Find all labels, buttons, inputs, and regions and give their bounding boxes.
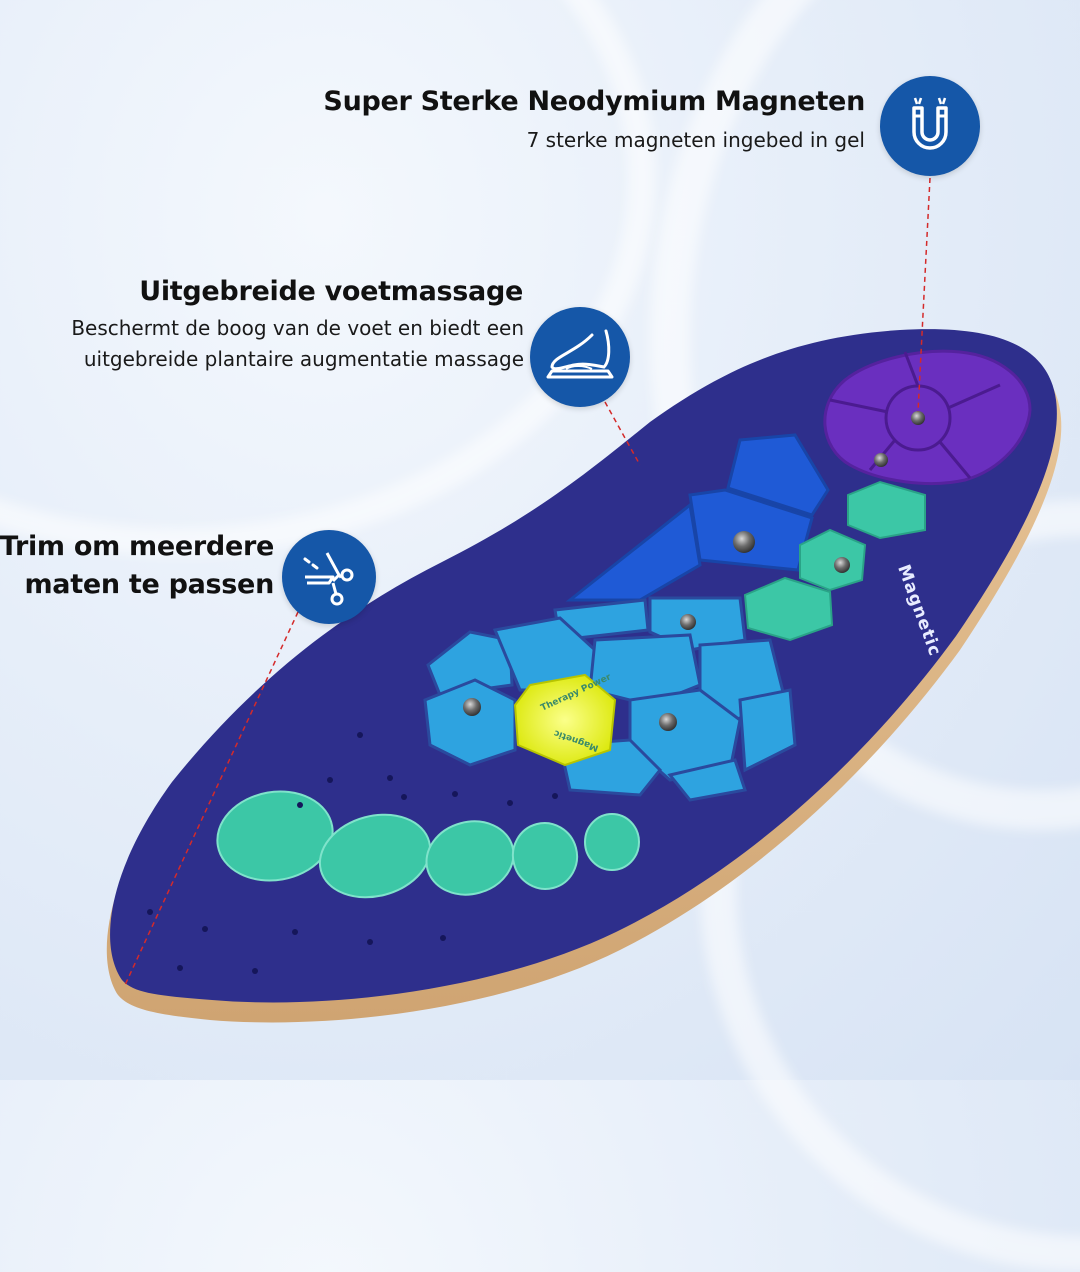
foot-arch-icon [546,329,614,379]
feature-title-massage: Uitgebreide voetmassage [139,276,523,307]
feature-title-trim-line1: Trim om meerdere [0,531,274,562]
foot-arch-badge [530,307,630,407]
magnet-icon [912,97,948,150]
feature-subtitle-magnets: 7 sterke magneten ingebed in gel [526,128,865,152]
scissors-icon [303,552,354,606]
feature-subtitle-massage-line2: uitgebreide plantaire augmentatie massag… [83,347,524,371]
insole-illustration [106,177,1062,1023]
scissors-badge [282,530,376,624]
feature-title-magnets: Super Sterke Neodymium Magneten [323,86,865,117]
feature-title-trim-line2: maten te passen [24,569,274,600]
feature-subtitle-massage-line1: Beschermt de boog van de voet en biedt e… [71,316,524,340]
magnet-badge [880,76,980,176]
